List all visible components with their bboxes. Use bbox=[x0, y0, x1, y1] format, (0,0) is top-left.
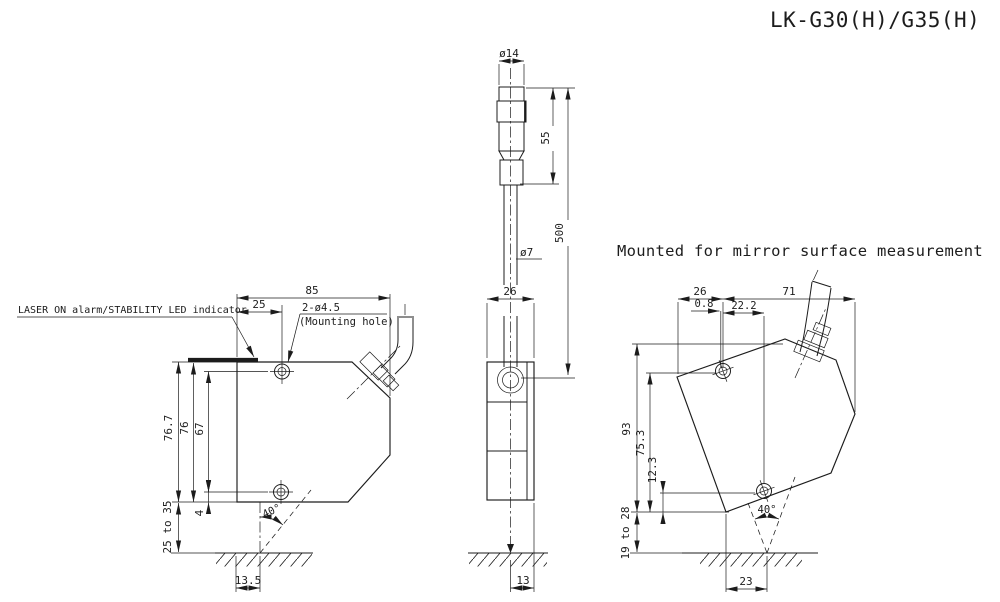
mounting-hole-bottom bbox=[269, 480, 293, 504]
cable-centerline-tilted bbox=[811, 269, 819, 284]
svg-text:76.7: 76.7 bbox=[162, 415, 175, 442]
dim-height-767: 76.7 bbox=[162, 362, 182, 502]
left-view: LASER ON alarm/STABILITY LED indicator 2… bbox=[17, 284, 414, 592]
dim-body-width: 85 bbox=[236, 284, 391, 396]
beam-arrowhead bbox=[507, 544, 514, 553]
gland-axis-centerline-tilted bbox=[794, 307, 827, 379]
ground-hatch-right bbox=[700, 553, 802, 567]
svg-text:85: 85 bbox=[305, 284, 318, 297]
ground-hatch-center bbox=[469, 553, 547, 567]
svg-text:22.2: 22.2 bbox=[731, 300, 756, 312]
center-view: ø14 55 500 ø7 26 bbox=[468, 47, 575, 592]
svg-text:93: 93 bbox=[620, 422, 633, 435]
dim-back-offset: 71 bbox=[723, 285, 855, 302]
mount-hole-note: (Mounting hole) bbox=[299, 316, 394, 328]
svg-text:26: 26 bbox=[693, 285, 706, 298]
dim-height-76: 76 bbox=[178, 363, 197, 502]
dim-beam-offset-center: 13 bbox=[510, 503, 535, 592]
laser-beam-left: 40° bbox=[259, 489, 312, 554]
dim-height-hole: 75.3 bbox=[634, 373, 653, 512]
svg-text:4: 4 bbox=[193, 509, 206, 516]
dim-height-lower: 12.3 bbox=[646, 457, 666, 524]
svg-text:40°: 40° bbox=[261, 502, 283, 521]
sensor-body-tilted-outline bbox=[676, 338, 856, 513]
svg-text:25: 25 bbox=[252, 298, 265, 311]
dim-hole-pitch: 67 bbox=[193, 371, 212, 492]
svg-text:40°: 40° bbox=[758, 504, 777, 516]
dim-measure-range: 25 to 35 bbox=[161, 501, 182, 554]
laser-beam-right: 40° bbox=[747, 476, 796, 554]
svg-text:19 to 28: 19 to 28 bbox=[619, 507, 632, 560]
dim-offset-small: 0.8 bbox=[691, 298, 722, 368]
dim-hole-horizontal-offset: 22.2 bbox=[723, 300, 765, 483]
svg-text:55: 55 bbox=[539, 131, 552, 144]
mirror-caption: Mounted for mirror surface measurement bbox=[617, 242, 983, 260]
cable-gland bbox=[346, 304, 414, 400]
drawing-title: LK-G30(H)/G35(H) bbox=[770, 8, 980, 32]
dim-spot-offset: 23 bbox=[725, 514, 768, 592]
svg-text:23: 23 bbox=[739, 575, 752, 588]
svg-text:26: 26 bbox=[503, 285, 516, 298]
svg-text:25 to 35: 25 to 35 bbox=[161, 501, 174, 554]
mount-hole-leader bbox=[287, 313, 301, 363]
dim-cable-dia: ø7 bbox=[516, 246, 542, 260]
dim-connector-length: 55 bbox=[539, 88, 556, 184]
svg-text:0.8: 0.8 bbox=[695, 298, 714, 310]
svg-text:13.5: 13.5 bbox=[235, 574, 262, 587]
led-leader-line bbox=[231, 316, 255, 358]
dim-hole-to-base: 4 bbox=[193, 480, 212, 516]
cable-gland-tilted bbox=[793, 269, 832, 379]
mounting-hole-top bbox=[270, 359, 294, 384]
svg-text:ø7: ø7 bbox=[520, 246, 533, 259]
svg-text:75.3: 75.3 bbox=[634, 430, 647, 457]
svg-text:71: 71 bbox=[782, 285, 795, 298]
ground-hatch bbox=[216, 553, 312, 567]
svg-text:13: 13 bbox=[516, 574, 529, 587]
right-view: 26 71 0.8 22.2 93 bbox=[619, 269, 856, 592]
svg-text:ø14: ø14 bbox=[499, 47, 519, 60]
mounting-hole-bottom-tilted bbox=[753, 480, 775, 502]
dim-connector-dia: ø14 bbox=[498, 47, 525, 85]
sensor-body-outline bbox=[236, 361, 391, 503]
cable-connector bbox=[496, 86, 527, 367]
dim-height-overall: 93 bbox=[620, 344, 640, 512]
svg-text:12.3: 12.3 bbox=[646, 457, 659, 484]
led-indicator-label: LASER ON alarm/STABILITY LED indicator bbox=[18, 305, 247, 316]
mount-hole-label: 2-ø4.5 bbox=[302, 302, 340, 314]
dim-cable-length: 500 bbox=[553, 88, 571, 375]
dim-measure-range-tilted: 19 to 28 bbox=[619, 507, 640, 560]
dim-hole-offset: 25 bbox=[237, 298, 283, 359]
gland-axis-centerline bbox=[346, 343, 403, 400]
dim-front-offset: 26 bbox=[678, 285, 723, 302]
svg-text:76: 76 bbox=[178, 421, 191, 434]
dim-beam-offset: 13.5 bbox=[235, 556, 262, 592]
svg-text:67: 67 bbox=[193, 422, 206, 435]
svg-text:500: 500 bbox=[553, 223, 566, 243]
